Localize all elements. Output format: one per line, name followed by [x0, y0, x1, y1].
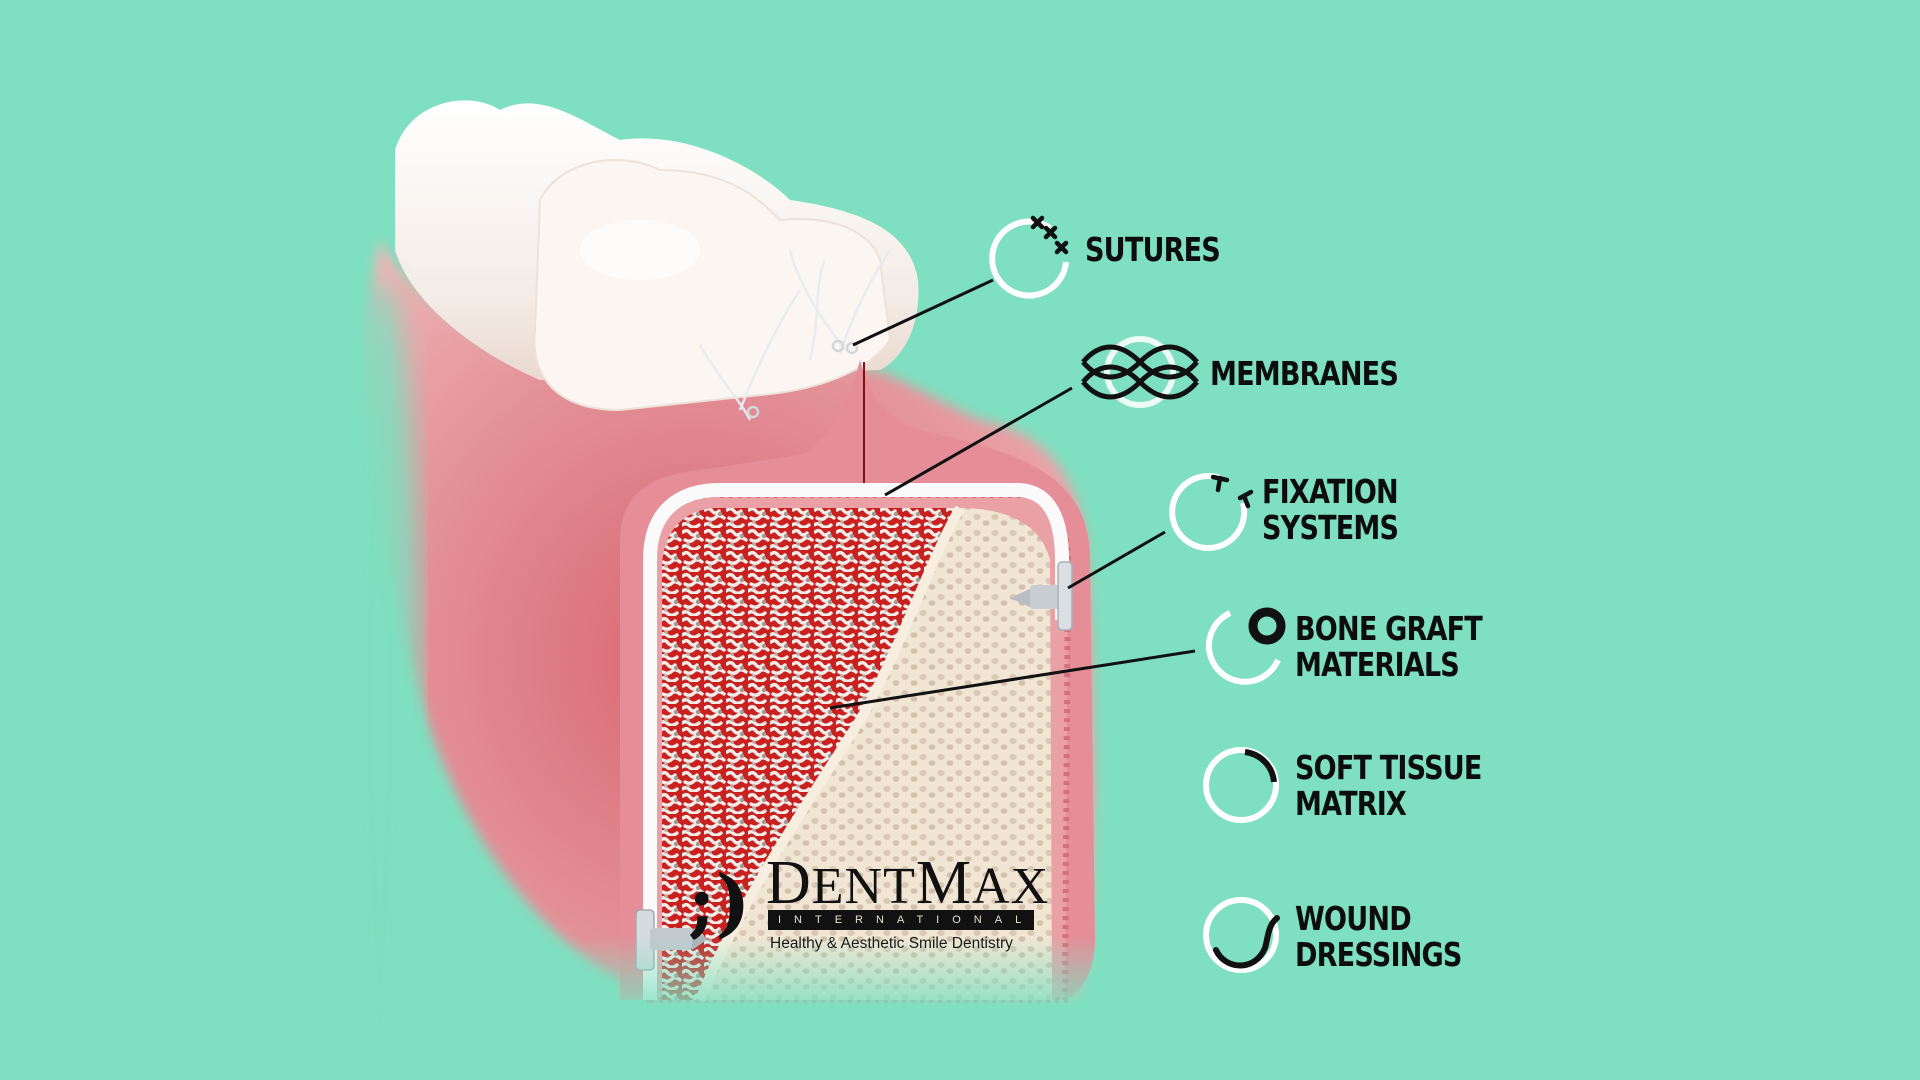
- membrane-mesh-icon: [1081, 336, 1199, 408]
- callout-label-bone-graft: BONE GRAFT MATERIALS: [1295, 609, 1483, 684]
- logo-letter: D: [766, 849, 812, 917]
- leader-fixation: [1067, 530, 1166, 590]
- logo-letter: M: [915, 849, 973, 917]
- callout-label-sutures: SUTURES: [1085, 230, 1221, 269]
- leader-bone-graft: [829, 649, 1196, 710]
- logo-wordmark: DENTMAX: [766, 852, 1050, 915]
- label-line: SYSTEMS: [1262, 508, 1399, 547]
- label-line: DRESSINGS: [1295, 935, 1462, 974]
- wound-dressing-arc-icon: [1203, 897, 1280, 973]
- smiley-wink-mark: ;): [688, 860, 751, 946]
- front-tooth-crown: [533, 159, 892, 412]
- sutures-icon: [989, 215, 1069, 299]
- logo-letters: ENT: [811, 858, 916, 915]
- logo-tagline: Healthy & Aesthetic Smile Dentistry: [770, 935, 1013, 952]
- label-line: BONE GRAFT: [1295, 609, 1483, 648]
- label-line: MEMBRANES: [1210, 354, 1399, 393]
- logo-letters: AX: [972, 858, 1050, 915]
- label-line: SOFT TISSUE: [1295, 748, 1482, 787]
- barrier-membrane: [643, 483, 1069, 1000]
- callout-label-soft-tissue: SOFT TISSUE MATRIX: [1295, 750, 1482, 822]
- bone-graft-ring-icon: [1205, 607, 1286, 685]
- fixation-tacks-icon: [1169, 473, 1254, 551]
- soft-tissue-arc-icon: [1203, 747, 1279, 823]
- label-line: MATERIALS: [1295, 645, 1460, 684]
- dentmax-logo: ;) DENTMAX INTERNATIONAL Healthy & Aesth…: [680, 852, 1048, 965]
- label-line: SUTURES: [1085, 230, 1221, 269]
- callout-label-wound: WOUND DRESSINGS: [1295, 901, 1462, 973]
- label-line: MATRIX: [1295, 784, 1407, 823]
- label-line: WOUND: [1295, 899, 1412, 938]
- callout-label-fixation: FIXATION SYSTEMS: [1262, 472, 1399, 547]
- logo-subtitle-bar: INTERNATIONAL: [768, 910, 1034, 930]
- leader-sutures: [852, 278, 994, 347]
- suture-threads: [698, 249, 891, 421]
- leader-lines: [829, 278, 1196, 710]
- label-line: FIXATION: [1262, 472, 1399, 511]
- leader-membranes: [884, 386, 1073, 497]
- callout-label-membranes: MEMBRANES: [1210, 354, 1399, 393]
